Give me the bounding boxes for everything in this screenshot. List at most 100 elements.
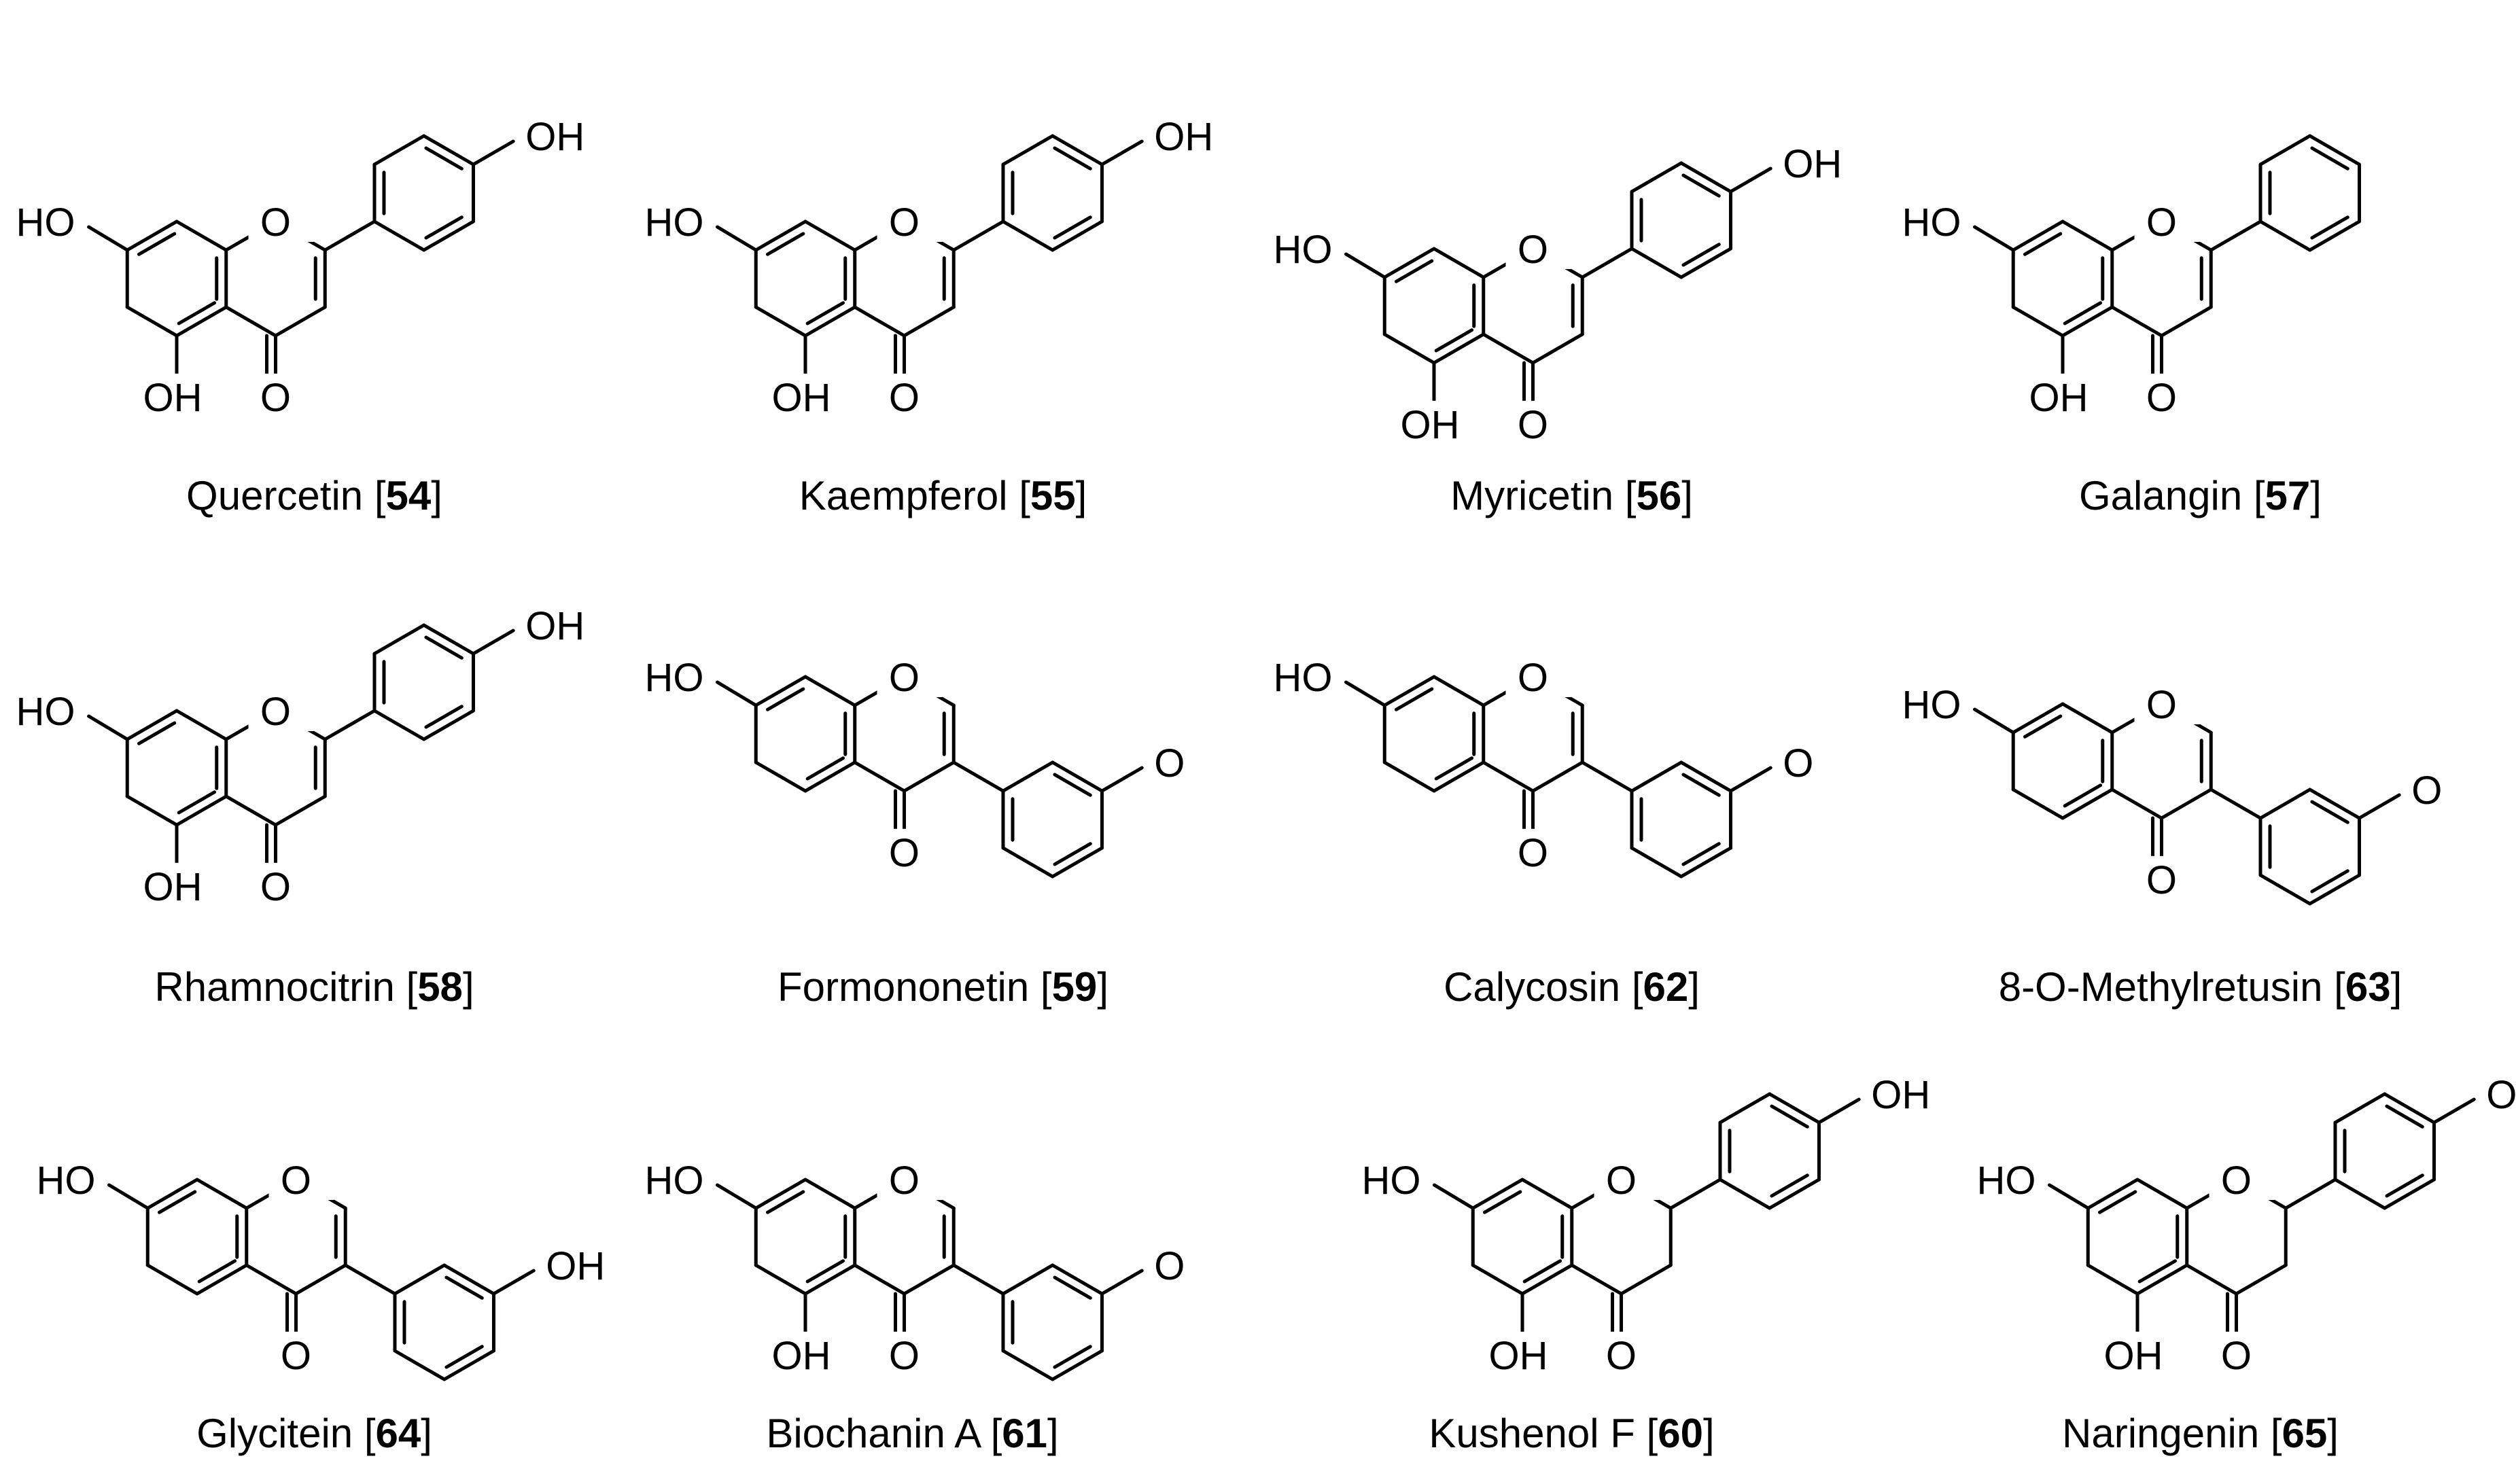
compound-number: 63 <box>2345 964 2391 1010</box>
caption-kaempferol: Kaempferol [55] <box>799 473 1087 518</box>
ring-oxygen: O <box>1518 228 1548 272</box>
ring-oxygen: O <box>260 200 291 245</box>
substituent-label: O <box>1154 741 1185 785</box>
compound-name: Formononetin <box>777 964 1030 1010</box>
compound-name: Kaempferol <box>799 473 1008 518</box>
carbonyl-oxygen: O <box>260 865 291 909</box>
caption-formononetin: Formononetin [59] <box>777 964 1108 1010</box>
carbonyl-oxygen: O <box>281 1334 311 1378</box>
caption-glycitein: Glycitein [64] <box>196 1411 432 1456</box>
compound-number: 61 <box>1002 1411 1047 1456</box>
substituent-label: O <box>2411 768 2442 813</box>
carbonyl-oxygen: O <box>889 1334 920 1378</box>
compound-name: Kushenol F <box>1429 1411 1635 1456</box>
carbonyl-oxygen: O <box>260 376 291 420</box>
compound-name: Naringenin <box>2062 1411 2260 1456</box>
hydroxyl-label: OH <box>143 376 203 420</box>
caption-rhamnocitrin: Rhamnocitrin [58] <box>154 964 474 1010</box>
ring-oxygen: O <box>889 656 920 700</box>
compound-name: Quercetin <box>186 473 364 518</box>
structure-kaempferol: O O HO OH OH <box>642 113 1216 420</box>
structure-formononetin: O O HO O <box>642 654 1216 879</box>
hydroxyl-label: HO <box>645 656 704 700</box>
ring-oxygen: O <box>889 200 920 245</box>
compound-number: 62 <box>1643 964 1689 1010</box>
structure-naringenin: O O HO OH OH <box>1974 1071 2516 1378</box>
substituent-label: OH <box>525 115 584 159</box>
hydroxyl-label: HO <box>16 200 75 245</box>
substituent-label: OH <box>525 604 584 648</box>
compound-name: 8-O-Methylretusin <box>1998 964 2323 1010</box>
hydroxyl-label: HO <box>1902 683 1961 727</box>
ring-oxygen: O <box>2146 200 2177 245</box>
compound-name: Glycitein <box>196 1411 353 1456</box>
compound-number: 57 <box>2265 473 2311 518</box>
structure-galangin: O O HO OH <box>1900 134 2361 420</box>
compound-number: 58 <box>417 964 463 1010</box>
caption-8-o-methylretusin: 8-O-Methylretusin [63] <box>1998 964 2403 1010</box>
structure-glycitein: O O HO OH <box>34 1156 608 1381</box>
hydroxyl-label: HO <box>37 1159 96 1203</box>
carbonyl-oxygen: O <box>2221 1334 2252 1378</box>
carbonyl-oxygen: O <box>889 376 920 420</box>
substituent-label: OH <box>1154 115 1213 159</box>
hydroxyl-label: HO <box>1977 1159 2036 1203</box>
compound-number: 64 <box>375 1411 421 1456</box>
hydroxyl-label: OH <box>2104 1334 2163 1378</box>
compound-name: Calycosin <box>1444 964 1621 1010</box>
substituent-label: O <box>1783 741 1813 785</box>
carbonyl-oxygen: O <box>1606 1334 1637 1378</box>
ring-oxygen: O <box>281 1159 311 1203</box>
ring-oxygen: O <box>1606 1159 1637 1203</box>
caption-naringenin: Naringenin [65] <box>2062 1411 2339 1456</box>
hydroxyl-label: OH <box>772 1334 831 1378</box>
ring-oxygen: O <box>2221 1159 2252 1203</box>
substituent-label: OH <box>2486 1073 2516 1117</box>
substituent-label: O <box>1154 1244 1185 1288</box>
substituent-label: OH <box>546 1244 605 1288</box>
compound-name: Biochanin A <box>766 1411 979 1456</box>
hydroxyl-label: OH <box>772 376 831 420</box>
hydroxyl-label: OH <box>1401 403 1460 447</box>
compound-number: 60 <box>1658 1411 1703 1456</box>
compound-number: 54 <box>385 473 432 518</box>
hydroxyl-label: OH <box>143 865 203 909</box>
hydroxyl-label: HO <box>16 690 75 734</box>
caption-biochanin-a: Biochanin A [61] <box>766 1411 1059 1456</box>
caption-calycosin: Calycosin [62] <box>1444 964 1700 1010</box>
compound-number: 65 <box>2282 1411 2328 1456</box>
hydroxyl-label: OH <box>2029 376 2089 420</box>
ring-oxygen: O <box>889 1159 920 1203</box>
ring-oxygen: O <box>260 690 291 734</box>
hydroxyl-label: HO <box>645 1159 704 1203</box>
substituent-label: OH <box>1783 142 1842 186</box>
caption-kushenol-f: Kushenol F [60] <box>1429 1411 1715 1456</box>
caption-quercetin: Quercetin [54] <box>186 473 442 518</box>
structure-rhamnocitrin: O O HO OH OH <box>14 602 587 909</box>
carbonyl-oxygen: O <box>2146 376 2177 420</box>
structure-quercetin: O O HO OH OH <box>14 113 587 420</box>
ring-oxygen: O <box>2146 683 2177 727</box>
hydroxyl-label: HO <box>1362 1159 1421 1203</box>
carbonyl-oxygen: O <box>2146 858 2177 902</box>
compound-number: 56 <box>1636 473 1682 518</box>
ring-oxygen: O <box>1518 656 1548 700</box>
hydroxyl-label: HO <box>645 200 704 245</box>
carbonyl-oxygen: O <box>889 831 920 875</box>
structure-8-o-methylretusin: O O HO O <box>1900 681 2473 906</box>
hydroxyl-label: HO <box>1274 656 1333 700</box>
caption-myricetin: Myricetin [56] <box>1450 473 1693 518</box>
hydroxyl-label: OH <box>1489 1334 1548 1378</box>
hydroxyl-label: HO <box>1274 228 1333 272</box>
compound-number: 59 <box>1051 964 1098 1010</box>
compound-name: Rhamnocitrin <box>154 964 395 1010</box>
hydroxyl-label: HO <box>1902 200 1961 245</box>
compound-name: Myricetin <box>1450 473 1614 518</box>
caption-galangin: Galangin [57] <box>2079 473 2322 518</box>
